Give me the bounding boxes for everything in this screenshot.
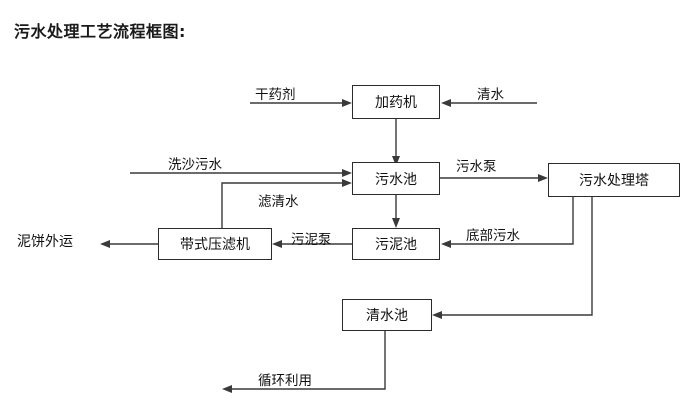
node-wastewater-pool[interactable]: 污水池: [352, 162, 440, 195]
terminal-label-mud-cake-out: 泥饼外运: [17, 234, 73, 250]
edge-label-sludge-pump: 污泥泵: [291, 232, 332, 248]
node-clean-water-pool[interactable]: 清水池: [342, 299, 432, 331]
page-title: 污水处理工艺流程框图:: [14, 22, 186, 41]
edge-label-filtered-clear-water: 滤清水: [258, 194, 299, 210]
node-dosing-machine[interactable]: 加药机: [352, 85, 440, 119]
edge-label-sand-wash-wastewater: 洗沙污水: [168, 157, 222, 173]
node-treatment-tower[interactable]: 污水处理塔: [548, 163, 680, 197]
edge-label-bottom-wastewater: 底部污水: [466, 228, 520, 244]
edge-label-recycle-reuse: 循环利用: [258, 373, 312, 389]
edge-label-clean-water-in: 清水: [477, 87, 504, 103]
node-sludge-pool[interactable]: 污泥池: [352, 228, 440, 260]
node-belt-filter-press[interactable]: 带式压滤机: [158, 228, 272, 260]
edge-label-dry-chemical: 干药剂: [255, 87, 296, 103]
edge-label-wastewater-pump: 污水泵: [456, 159, 497, 175]
